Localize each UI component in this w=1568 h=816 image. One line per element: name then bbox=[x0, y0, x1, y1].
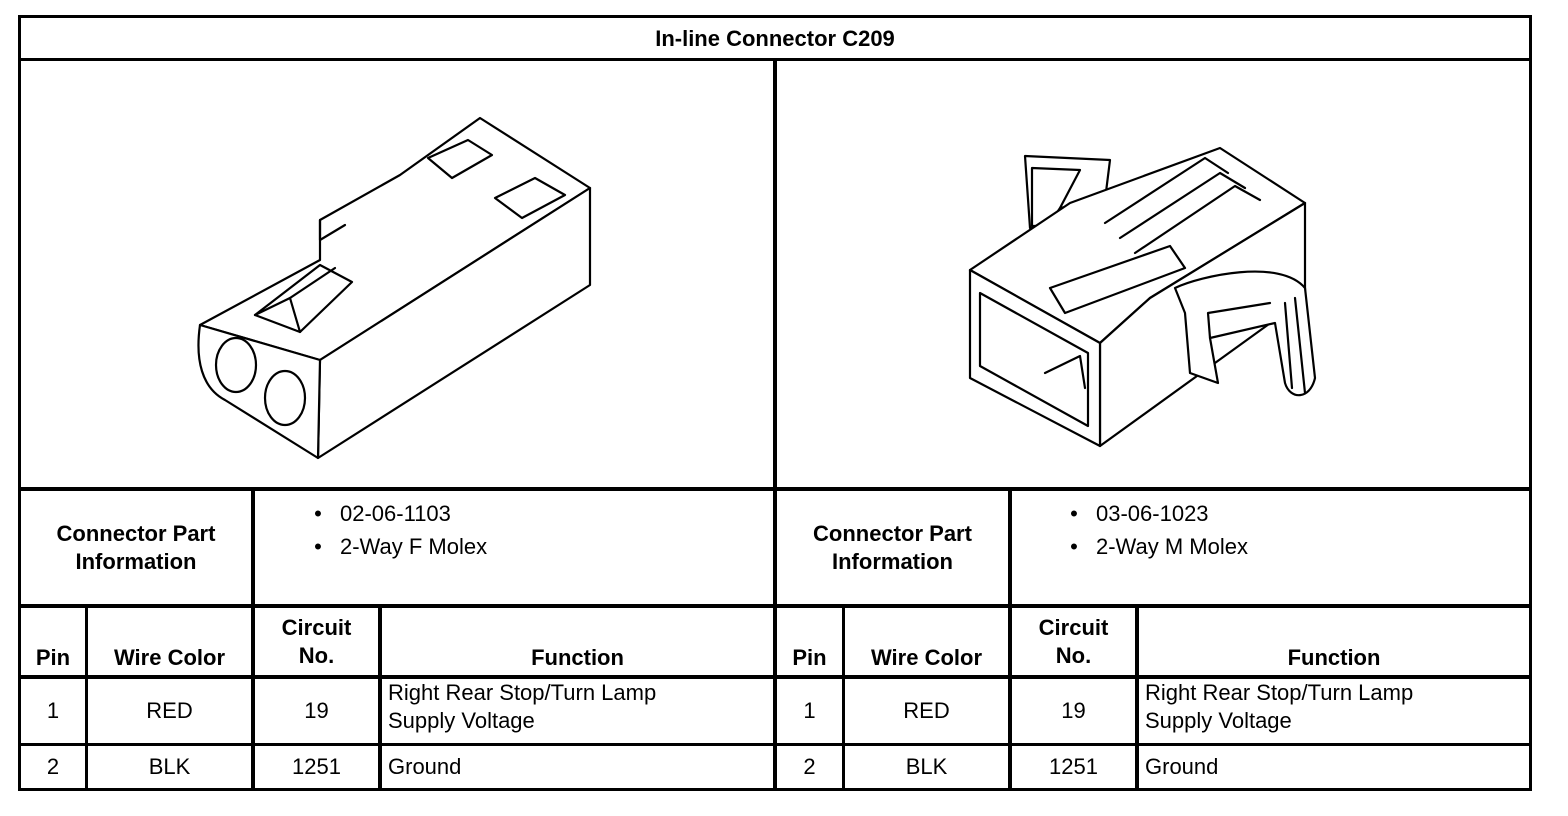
left-part-info-label: Connector Part Information bbox=[21, 491, 251, 604]
page-title: In-line Connector C209 bbox=[655, 26, 895, 51]
left-row1-circuit: 19 bbox=[304, 698, 329, 723]
left-row2-pin: 2 bbox=[46, 754, 60, 779]
right-header-circuit: Circuit No. bbox=[1012, 608, 1135, 675]
left-header-circuit-line2: No. bbox=[298, 642, 335, 668]
right-row1-pin: 1 bbox=[803, 698, 816, 723]
left-part-info-label-line2: Information bbox=[75, 548, 197, 574]
right-row2-function: Ground bbox=[1145, 754, 1219, 779]
left-connector-type: 2-Way F Molex bbox=[340, 533, 488, 559]
left-row1-wire-color: RED bbox=[146, 698, 193, 723]
right-row1-function-line1: Right Rear Stop/Turn Lamp bbox=[1145, 680, 1414, 705]
left-part-info-label-line1: Connector Part bbox=[56, 520, 216, 546]
left-row2-wire-color: BLK bbox=[148, 754, 191, 779]
right-row2-circuit: 1251 bbox=[1049, 754, 1098, 779]
left-row1-function: Right Rear Stop/Turn Lamp Supply Voltage bbox=[382, 679, 773, 743]
right-part-info-label: Connector Part Information bbox=[777, 491, 1008, 604]
list-item: • 2-Way M Molex bbox=[1052, 530, 1248, 563]
left-header-function: Function bbox=[531, 645, 624, 670]
male-connector-drawing bbox=[968, 146, 1317, 448]
left-row2-function: Ground bbox=[388, 754, 462, 779]
list-item: • 02-06-1103 bbox=[296, 497, 487, 530]
right-part-info-label-line1: Connector Part bbox=[813, 520, 972, 546]
right-row2-pin: 2 bbox=[803, 754, 816, 779]
left-part-info-list: • 02-06-1103 • 2-Way F Molex bbox=[296, 497, 487, 563]
left-col-divider-pin bbox=[85, 604, 88, 791]
right-header-function: Function bbox=[1287, 645, 1381, 670]
list-item: • 2-Way F Molex bbox=[296, 530, 487, 563]
right-row1-function: Right Rear Stop/Turn Lamp Supply Voltage bbox=[1139, 679, 1529, 743]
bullet-icon: • bbox=[314, 500, 322, 526]
list-item: • 03-06-1023 bbox=[1052, 497, 1248, 530]
bullet-icon: • bbox=[314, 533, 322, 559]
right-row1-wire-color: RED bbox=[903, 698, 950, 723]
right-row1-circuit: 19 bbox=[1061, 698, 1086, 723]
left-row1-function-line2: Supply Voltage bbox=[388, 708, 535, 733]
left-col-divider-func bbox=[378, 604, 382, 791]
right-col-divider-a bbox=[1008, 487, 1012, 791]
left-row2-circuit: 1251 bbox=[292, 754, 341, 779]
right-header-circuit-line1: Circuit bbox=[1038, 614, 1109, 640]
left-header-pin: Pin bbox=[35, 645, 71, 670]
bullet-icon: • bbox=[1070, 533, 1078, 559]
right-part-info-list: • 03-06-1023 • 2-Way M Molex bbox=[1052, 497, 1248, 563]
right-part-info-label-line2: Information bbox=[832, 548, 953, 574]
right-header-pin: Pin bbox=[792, 645, 827, 670]
right-col-divider-func bbox=[1135, 604, 1139, 791]
right-header-wire-color: Wire Color bbox=[870, 645, 983, 670]
left-header-circuit-line1: Circuit bbox=[281, 614, 352, 640]
right-part-number: 03-06-1023 bbox=[1096, 500, 1209, 526]
right-row1-function-line2: Supply Voltage bbox=[1145, 708, 1292, 733]
female-connector-drawing bbox=[197, 116, 592, 460]
left-header-wire-color: Wire Color bbox=[113, 645, 226, 670]
right-connector-type: 2-Way M Molex bbox=[1096, 533, 1248, 559]
right-row2-wire-color: BLK bbox=[905, 754, 948, 779]
left-header-circuit: Circuit No. bbox=[255, 608, 378, 675]
left-row1-pin: 1 bbox=[46, 698, 60, 723]
left-col-divider-a bbox=[251, 487, 255, 791]
right-header-circuit-line2: No. bbox=[1055, 642, 1092, 668]
center-divider bbox=[773, 58, 777, 791]
left-row1-function-line1: Right Rear Stop/Turn Lamp bbox=[388, 680, 657, 705]
bullet-icon: • bbox=[1070, 500, 1078, 526]
right-col-divider-pin bbox=[842, 604, 845, 791]
left-part-number: 02-06-1103 bbox=[340, 500, 451, 526]
